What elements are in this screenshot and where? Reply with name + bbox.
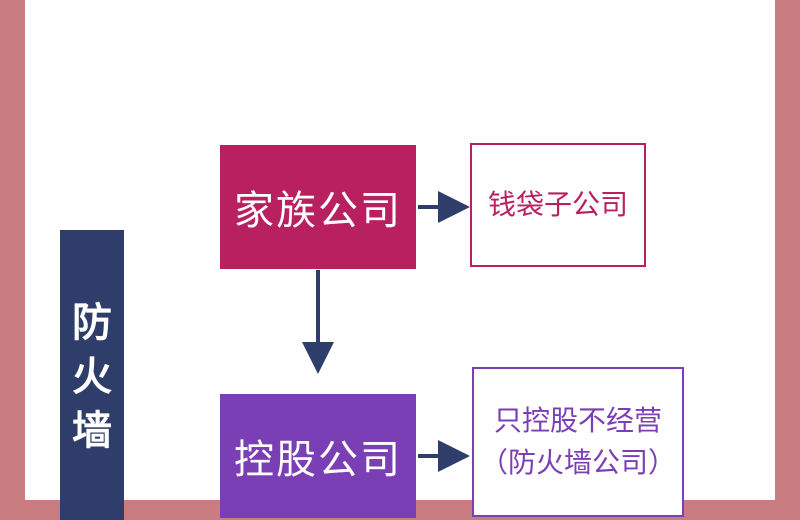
firewall-label: 防 火 墙 (60, 230, 124, 520)
holding-company-node: 控股公司 (220, 394, 416, 518)
wallet-company-label: 钱袋子公司 (487, 188, 628, 221)
firewall-char-3: 墙 (72, 408, 112, 454)
family-company-label: 家族公司 (234, 188, 402, 234)
arrow-layer (302, 191, 470, 472)
wallet-company-node: 钱袋子公司 (470, 143, 646, 267)
holding-company-label: 控股公司 (234, 437, 402, 483)
firewall-char-2: 火 (72, 354, 112, 400)
non-operating-line-1: 只控股不经营 (493, 404, 662, 437)
family-company-node: 家族公司 (220, 145, 416, 269)
firewall-char-1: 防 (72, 300, 112, 346)
non-operating-company-node: 只控股不经营 （防火墙公司） (472, 367, 684, 517)
non-operating-line-2: （防火墙公司） (479, 446, 676, 479)
